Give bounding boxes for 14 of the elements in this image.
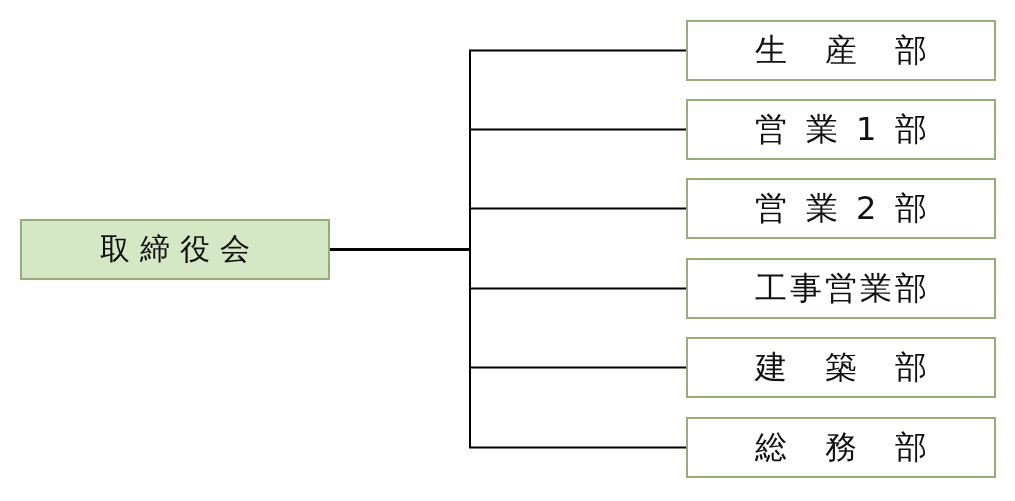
department-box	[686, 99, 996, 160]
department-box	[686, 20, 996, 81]
department-box	[686, 178, 996, 239]
department-box	[686, 337, 996, 398]
box-label: 総務部	[755, 429, 927, 466]
box-label: 営業2部	[755, 190, 927, 227]
department-box	[686, 417, 996, 478]
department-box	[686, 258, 996, 319]
board-box	[20, 219, 330, 280]
box-label: 工事営業部	[755, 270, 927, 307]
box-label: 取締役会	[100, 232, 250, 267]
box-label: 建築部	[755, 349, 927, 386]
box-label: 営業1部	[755, 111, 927, 148]
box-label: 生産部	[755, 32, 927, 69]
